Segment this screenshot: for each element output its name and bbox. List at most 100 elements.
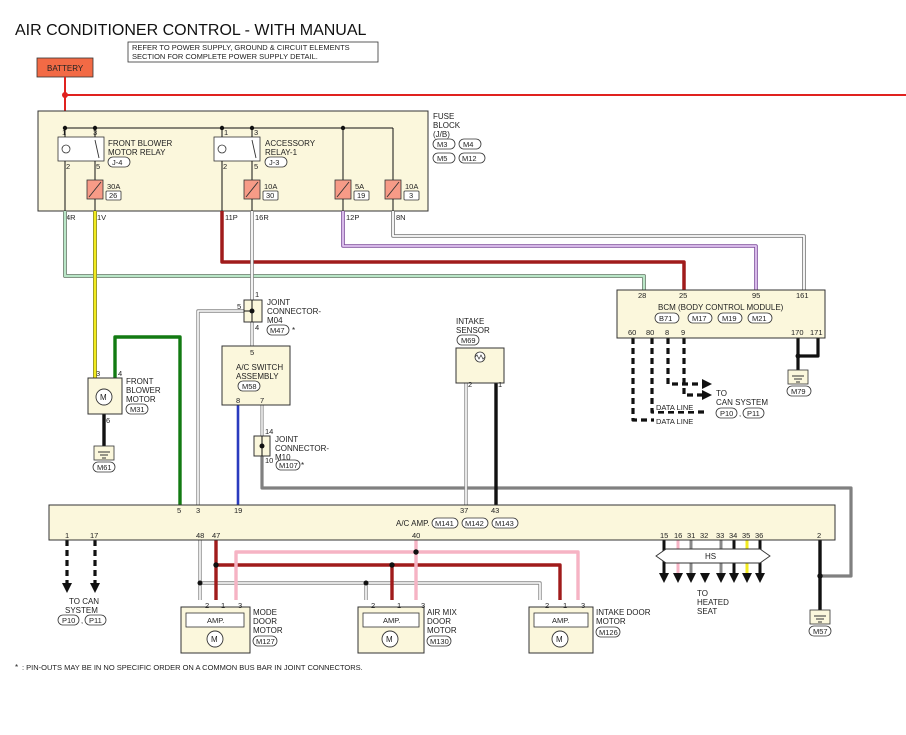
m04-conn: M47 — [270, 326, 285, 335]
airmix-name-2: DOOR — [427, 617, 451, 626]
front-relay-name-2: MOTOR RELAY — [108, 148, 166, 157]
fuse-10a-number: 30 — [266, 191, 274, 200]
m04-name-3: M04 — [267, 316, 283, 325]
relay-coil-icon — [61, 144, 71, 154]
intake-name-1: INTAKE DOOR — [596, 608, 651, 617]
svg-text:M: M — [100, 393, 107, 402]
fuse-10a-3-number: 3 — [409, 191, 413, 200]
switch-pin-7: 7 — [260, 396, 264, 405]
amp-pin-15: 15 — [660, 531, 668, 540]
m10-star: * — [301, 461, 304, 470]
amp-conn-m142: M142 — [465, 519, 484, 528]
amp-pin-48: 48 — [196, 531, 204, 540]
amp-pin-47: 47 — [212, 531, 220, 540]
intake-door-motor: AMP. M 2 1 3 INTAKE DOOR MOTOR M126 — [528, 601, 651, 654]
amp-pin-37: 37 — [460, 506, 468, 515]
blower-pin-3: 3 — [96, 369, 100, 378]
bcm-pin-28: 28 — [638, 291, 646, 300]
wire-black-bcm-ground — [796, 338, 820, 358]
fuse-conn-m12: M12 — [462, 154, 477, 163]
wire-dark-red — [220, 211, 686, 290]
bcm-pin-60: 60 — [628, 328, 636, 337]
amp-pin-34: 34 — [729, 531, 737, 540]
heated-seat-label-2: SEAT — [697, 607, 717, 616]
intake-conn: M126 — [599, 628, 618, 637]
amp-pin-2: 2 — [817, 531, 821, 540]
intake-pin-1: 1 — [563, 601, 567, 610]
fuse-conn-m4: M4 — [463, 140, 473, 149]
wire-green — [113, 335, 182, 505]
relay2-pin-5: 5 — [254, 162, 258, 171]
data-line-2 — [650, 338, 708, 414]
amp-pin-35: 35 — [742, 531, 750, 540]
bcm-name: BCM (BODY CONTROL MODULE) — [658, 303, 784, 312]
bcm-conn-b71: B71 — [659, 314, 672, 323]
blower-pin-4: 4 — [118, 369, 122, 378]
page-title: AIR CONDITIONER CONTROL - WITH MANUAL — [15, 22, 367, 39]
blower-name-3: MOTOR — [126, 395, 156, 404]
m04-pin-1: 1 — [255, 290, 259, 299]
m04-name-1: JOINT — [267, 298, 290, 307]
mode-pin-1: 1 — [221, 601, 225, 610]
data-line-label-2: DATA LINE — [656, 417, 693, 426]
bcm-conn-m17: M17 — [692, 314, 707, 323]
fuse-30a: 30A 26 — [86, 179, 122, 201]
svg-text:,: , — [739, 409, 741, 418]
hs-label: HS — [705, 552, 716, 561]
acc-relay-name-1: ACCESSORY — [265, 139, 316, 148]
blower-name-1: FRONT — [126, 377, 154, 386]
switch-name-2: ASSEMBLY — [236, 372, 279, 381]
bcm-conn-m19: M19 — [722, 314, 737, 323]
wire-white-amp3 — [197, 310, 244, 505]
wire-white-motor-bus — [199, 540, 541, 600]
switch-pin-8: 8 — [236, 396, 240, 405]
blower-pin-6: 6 — [106, 416, 110, 425]
ground-icon-amp — [809, 609, 831, 625]
switch-pin-5: 5 — [250, 348, 254, 357]
footnote-star: * — [15, 663, 18, 672]
amp-pin-19: 19 — [234, 506, 242, 515]
mode-motor-m: M — [211, 635, 218, 644]
m10-pin-10: 10 — [265, 456, 273, 465]
bcm-pin-25: 25 — [679, 291, 687, 300]
m10-conn: M107 — [279, 461, 298, 470]
mode-door-motor: AMP. M 2 1 3 MODE DOOR MOTOR M127 — [180, 601, 283, 654]
fuse-5a-rating: 5A — [355, 182, 364, 191]
heated-seat-label-1: HEATED — [697, 598, 729, 607]
fuse-block-label-1: FUSE — [433, 112, 454, 121]
airmix-conn: M130 — [430, 637, 449, 646]
switch-name-1: A/C SWITCH — [236, 363, 283, 372]
fuse-block-label-2: BLOCK — [433, 121, 461, 130]
amp-pin-16: 16 — [674, 531, 682, 540]
airmix-motor-m: M — [386, 635, 393, 644]
front-relay-code: J-4 — [112, 158, 122, 167]
relay2-pin-1: 1 — [224, 128, 228, 137]
ground-icon — [787, 369, 809, 385]
hs-shield — [655, 548, 771, 564]
fuse-10a-3-rating: 10A — [405, 182, 418, 191]
intake-name-2: MOTOR — [596, 617, 626, 626]
bcm-conn-m21: M21 — [752, 314, 767, 323]
motor-icon-airmix — [381, 630, 399, 648]
wire-1v: 1V — [97, 213, 106, 222]
airmix-pin-1: 1 — [397, 601, 401, 610]
ac-amp-name: A/C AMP. — [396, 519, 430, 528]
amp-pin-3: 3 — [196, 506, 200, 515]
switch-conn: M58 — [242, 382, 257, 391]
mode-pin-2: 2 — [205, 601, 209, 610]
can-line-2 — [682, 338, 702, 397]
airmix-pin-3: 3 — [421, 601, 425, 610]
relay1-pin-5: 5 — [96, 162, 100, 171]
fuse-30a-number: 26 — [109, 191, 117, 200]
motor-icon-intake — [551, 630, 569, 648]
intake-motor-m: M — [556, 635, 563, 644]
ac-switch-assembly — [221, 345, 291, 406]
wire-12p: 12P — [346, 213, 359, 222]
airmix-pin-2: 2 — [371, 601, 375, 610]
mode-name-3: MOTOR — [253, 626, 283, 635]
bcm-pin-171: 171 — [810, 328, 823, 337]
m10-name-1: JOINT — [275, 435, 298, 444]
footnote-text: : PIN-OUTS MAY BE IN NO SPECIFIC ORDER O… — [22, 663, 363, 672]
can-system-label: CAN SYSTEM — [716, 398, 768, 407]
airmix-name-3: MOTOR — [427, 626, 457, 635]
